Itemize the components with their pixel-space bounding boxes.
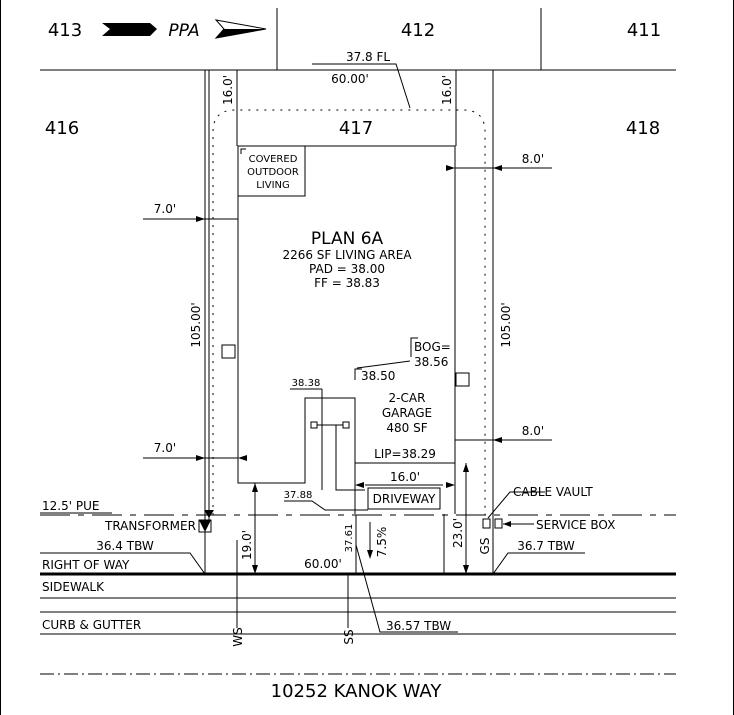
front-width-label: 60.00' <box>304 557 342 571</box>
front-left-label: 19.0' <box>240 530 254 560</box>
meter-right-icon <box>455 372 470 387</box>
elev-3788-label: 37.88 <box>284 490 313 501</box>
north-arrow-icon: PPA <box>102 19 267 41</box>
cable-vault-leader <box>487 491 545 519</box>
ws-label: WS <box>231 627 245 646</box>
garage-line-3: 480 SF <box>386 421 427 435</box>
side-right-bottom-label: 8.0' <box>522 424 544 438</box>
garage-line-1: 2-CAR <box>389 391 426 405</box>
driveway-leader-2 <box>335 425 365 491</box>
slope-arrow-head <box>367 550 373 559</box>
ss-label: SS <box>342 629 356 644</box>
lip-label: LIP=38.29 <box>374 447 436 461</box>
arrow-right-top-2 <box>446 165 455 171</box>
covered-line-1: COVERED <box>249 154 298 165</box>
front-left-arrow-bottom <box>252 565 258 574</box>
depth-left-label: 105.00' <box>189 302 203 347</box>
lot-418-label: 418 <box>626 118 660 139</box>
covered-line-3: LIVING <box>256 180 290 191</box>
cleanout-left-icon <box>310 421 318 429</box>
fl-label: 37.8 FL <box>346 50 390 64</box>
driveway-arrow-right <box>446 482 455 488</box>
front-right-arrow-top <box>463 463 469 472</box>
service-box-icon <box>494 518 503 529</box>
plan-name: PLAN 6A <box>311 229 384 249</box>
elev-3761-label: 37.61 <box>344 524 355 553</box>
transformer-label: TRANSFORMER <box>104 519 196 533</box>
covered-corner-mark <box>240 148 246 154</box>
top-width-label: 60.00' <box>331 72 369 86</box>
driveway-label: DRIVEWAY <box>373 492 436 506</box>
lot-411-label: 411 <box>627 20 661 41</box>
fl-leader <box>312 63 411 109</box>
rear-left-label: 16.0' <box>221 75 235 105</box>
arrow-left-bottom <box>196 455 205 461</box>
arrow-left-bottom-2 <box>238 455 247 461</box>
side-right-top-label: 8.0' <box>522 152 544 166</box>
pue-label: 12.5' PUE <box>42 499 99 513</box>
side-left-bottom-label: 7.0' <box>154 441 176 455</box>
driveway-label-box <box>367 487 441 510</box>
lot-413-label: 413 <box>48 20 82 41</box>
tbw-bottom-label: 36.57 TBW <box>386 619 451 633</box>
sidewalk-label: SIDEWALK <box>42 580 105 594</box>
plan-living-area: 2266 SF LIVING AREA <box>282 248 412 262</box>
side-left-top-label: 7.0' <box>154 202 176 216</box>
plan-ff: FF = 38.83 <box>314 276 380 290</box>
lot-412-label: 412 <box>401 20 435 41</box>
garage-floor-bracket <box>354 368 362 380</box>
row-label: RIGHT OF WAY <box>42 558 130 572</box>
rear-right-label: 16.0' <box>440 75 454 105</box>
cleanout-right-icon <box>342 421 350 429</box>
house-footprint <box>237 145 456 484</box>
tbw-left-leader <box>40 552 206 575</box>
driveway-arrow-left <box>355 482 364 488</box>
covered-line-2: OUTDOOR <box>247 167 299 178</box>
service-box-label: SERVICE BOX <box>536 518 615 532</box>
gs-label: GS <box>478 538 492 555</box>
garage-line-2: GARAGE <box>382 406 432 420</box>
lot-417-label: 417 <box>339 118 373 139</box>
transformer-icon-fill <box>199 520 211 532</box>
setback-line <box>212 109 486 515</box>
tbw-left-label: 36.4 TBW <box>96 539 154 553</box>
tbw-bottom-leader <box>355 544 458 633</box>
arrow-right-bottom <box>493 437 502 443</box>
slope-label: 7.5% <box>375 527 389 558</box>
north-arrow-text: PPA <box>168 21 199 41</box>
meter-left-icon <box>221 344 236 359</box>
elev-3788-leader <box>284 500 368 511</box>
front-left-arrow-top <box>252 483 258 492</box>
elev-3838-label: 38.38 <box>292 378 321 389</box>
front-right-arrow-bottom <box>463 565 469 574</box>
bog-bracket <box>410 337 418 357</box>
curb-label: CURB & GUTTER <box>42 618 141 632</box>
front-right-label: 23.0' <box>451 518 465 548</box>
covered-outdoor-living <box>237 145 306 197</box>
cable-vault-label: CABLE VAULT <box>513 485 593 499</box>
garage-floor-elev: 38.50 <box>361 369 395 383</box>
tbw-right-label: 36.7 TBW <box>517 539 575 553</box>
plan-pad: PAD = 38.00 <box>309 262 385 276</box>
depth-right-label: 105.00' <box>499 302 513 347</box>
bog-line-2: 38.56 <box>414 355 448 369</box>
lot-416-label: 416 <box>45 118 79 139</box>
bog-leader <box>356 360 411 369</box>
arrow-right-top <box>493 165 502 171</box>
driveway-width-label: 16.0' <box>390 470 420 484</box>
service-box-arrow <box>503 521 511 527</box>
arrow-left-top <box>196 216 205 222</box>
transformer-arrow <box>204 510 214 518</box>
cable-vault-icon <box>482 518 491 529</box>
street-name: 10252 KANOK WAY <box>271 681 443 702</box>
tbw-right-leader <box>492 552 585 575</box>
bog-line-1: BOG= <box>414 340 451 354</box>
